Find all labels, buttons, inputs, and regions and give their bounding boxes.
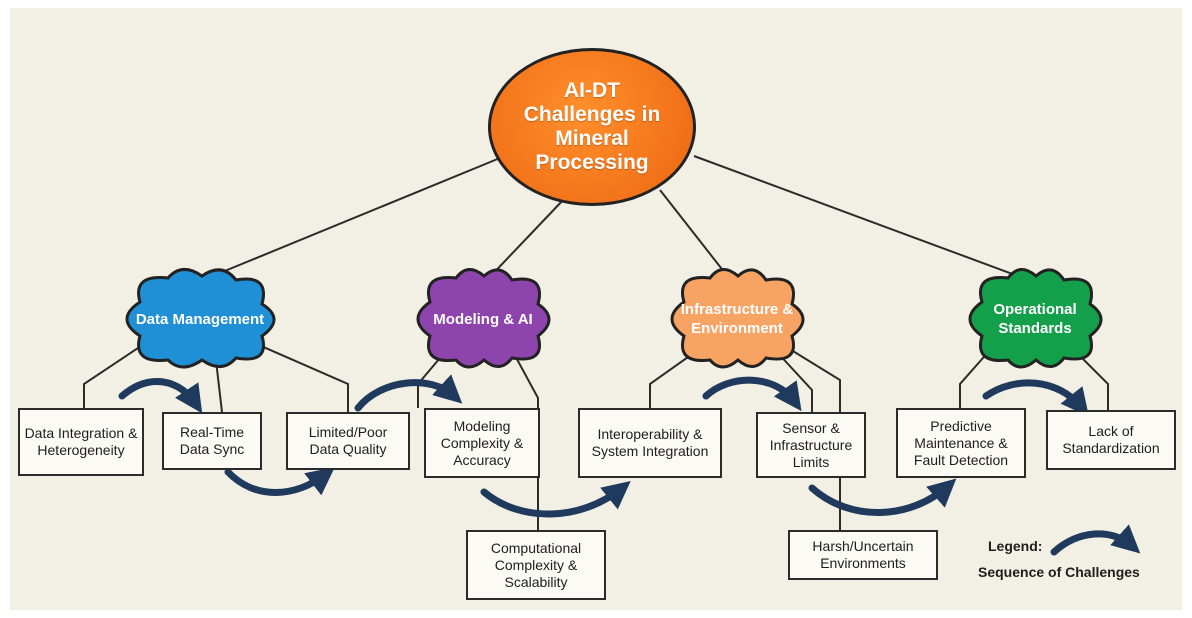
category-label: Operational Standards — [993, 301, 1077, 337]
challenge-label: Modeling Complexity & Accuracy — [440, 417, 524, 468]
challenge-label: Real-Time Data Sync — [179, 424, 245, 457]
legend-description: Sequence of Challenges — [978, 564, 1140, 580]
sequence-arrow-4 — [480, 480, 631, 518]
cloud-shape — [670, 268, 805, 369]
challenge-label: Interoperability & System Integration — [591, 426, 709, 459]
category-data-management: Data Management — [110, 264, 290, 374]
challenge-computational-complexity: Computational Complexity & Scalability — [466, 530, 606, 600]
link-infra-c7 — [774, 349, 813, 412]
challenge-standardization: Lack of Standardization — [1046, 410, 1176, 470]
link-infra-c8 — [787, 347, 841, 530]
sequence-arrow-6 — [808, 478, 957, 516]
link-root-model — [484, 197, 566, 283]
challenge-label: Harsh/Uncertain Environments — [812, 538, 914, 571]
challenge-label: Sensor & Infrastructure Limits — [769, 419, 853, 470]
challenge-predictive-maintenance: Predictive Maintenance & Fault Detection — [896, 408, 1026, 478]
link-model-c5 — [511, 349, 539, 530]
cloud-shape — [416, 268, 551, 369]
category-operational-standards: Operational Standards — [954, 264, 1116, 374]
category-label: Data Management — [135, 310, 265, 328]
challenge-modeling-complexity: Modeling Complexity & Accuracy — [424, 408, 540, 478]
category-label: Modeling & AI — [433, 310, 533, 328]
link-root-ops — [693, 155, 1035, 283]
challenge-harsh-environments: Harsh/Uncertain Environments — [788, 530, 938, 580]
challenge-label: Data Integration & Heterogeneity — [24, 425, 138, 458]
challenge-data-integration: Data Integration & Heterogeneity — [18, 408, 144, 476]
cloud-shape — [125, 268, 276, 369]
sequence-arrow-5 — [702, 376, 802, 412]
challenge-label: Lack of Standardization — [1062, 423, 1160, 456]
root-node: AI-DT Challenges in Mineral Processing — [488, 48, 696, 206]
root-label: AI-DT Challenges in Mineral Processing — [523, 79, 661, 174]
challenge-interoperability: Interoperability & System Integration — [578, 408, 722, 478]
legend-arrow — [1050, 524, 1141, 556]
link-root-data — [197, 157, 501, 283]
challenge-sensor-limits: Sensor & Infrastructure Limits — [756, 412, 866, 478]
link-ops-c9 — [959, 349, 991, 408]
challenge-label: Computational Complexity & Scalability — [490, 539, 582, 590]
category-infrastructure: Infrastructure & Environment — [656, 264, 818, 374]
sequence-arrow-7 — [982, 379, 1090, 417]
legend-title: Legend: — [988, 538, 1043, 554]
sequence-arrow-3 — [354, 374, 463, 412]
cloud-shape — [968, 268, 1103, 369]
challenge-label: Limited/Poor Data Quality — [308, 424, 388, 457]
challenge-data-quality: Limited/Poor Data Quality — [286, 412, 410, 470]
link-data-c1 — [83, 339, 151, 408]
link-data-c3 — [251, 341, 349, 412]
challenge-real-time-sync: Real-Time Data Sync — [162, 412, 262, 470]
challenge-label: Predictive Maintenance & Fault Detection — [913, 417, 1009, 468]
category-label: Infrastructure & Environment — [680, 301, 794, 337]
link-infra-c6 — [649, 349, 699, 408]
sequence-arrow-2 — [224, 467, 335, 496]
sequence-arrow-1 — [118, 378, 203, 414]
link-ops-c10 — [1073, 349, 1109, 410]
link-root-infra — [659, 189, 733, 283]
category-modeling-ai: Modeling & AI — [402, 264, 564, 374]
